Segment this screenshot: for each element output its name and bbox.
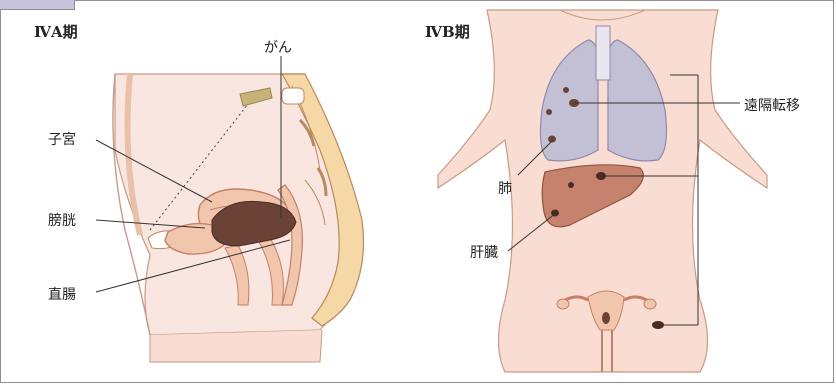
label-distant-metastasis: 遠隔転移 [744, 95, 800, 115]
label-uterus: 子宮 [48, 129, 76, 149]
label-bladder: 膀胱 [48, 210, 76, 230]
label-liver: 肝臓 [470, 242, 498, 262]
label-cancer: がん [264, 37, 292, 57]
torso-front [438, 10, 767, 372]
pelvis-sagittal [113, 74, 364, 362]
label-rectum: 直腸 [48, 284, 76, 304]
label-lung: 肺 [498, 178, 512, 198]
